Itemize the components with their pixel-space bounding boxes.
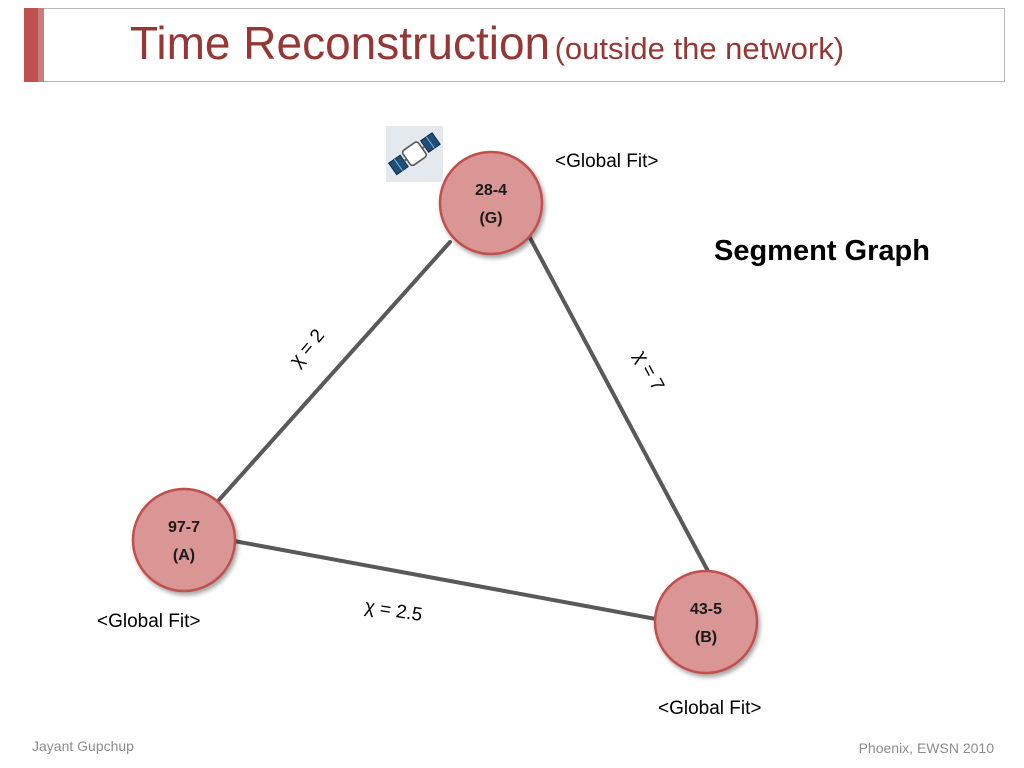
node-b-id: 43-5	[690, 601, 722, 618]
slide-title: Time Reconstruction (outside the network…	[130, 16, 844, 70]
node-a-id: 97-7	[168, 519, 200, 536]
node-b: 43-5 (B)	[653, 569, 759, 675]
title-subtitle: (outside the network)	[554, 31, 845, 66]
node-g-id: 28-4	[475, 182, 507, 199]
edge-a-b	[232, 539, 658, 621]
global-fit-b: <Global Fit>	[658, 698, 762, 719]
footer-author: Jayant Gupchup	[32, 738, 134, 754]
edge-g-b	[527, 234, 711, 575]
global-fit-a: <Global Fit>	[97, 611, 201, 632]
edge-label-g-a: χ = 2	[286, 325, 329, 371]
title-main: Time Reconstruction	[130, 17, 551, 69]
edge-label-a-b: χ = 2.5	[363, 596, 424, 626]
title-accent-bar-inner	[24, 8, 38, 82]
global-fit-g: <Global Fit>	[555, 151, 659, 172]
satellite-icon	[386, 126, 443, 182]
node-g-letter: (G)	[479, 210, 502, 227]
node-b-letter: (B)	[695, 629, 717, 646]
footer-venue: Phoenix, EWSN 2010	[858, 740, 994, 756]
segment-graph-heading: Segment Graph	[714, 235, 930, 267]
edge-g-a	[217, 240, 452, 502]
node-g: 28-4 (G)	[438, 150, 544, 256]
node-a: 97-7 (A)	[131, 487, 237, 593]
edge-label-g-b: χ = 7	[630, 347, 668, 394]
node-a-letter: (A)	[173, 547, 195, 564]
